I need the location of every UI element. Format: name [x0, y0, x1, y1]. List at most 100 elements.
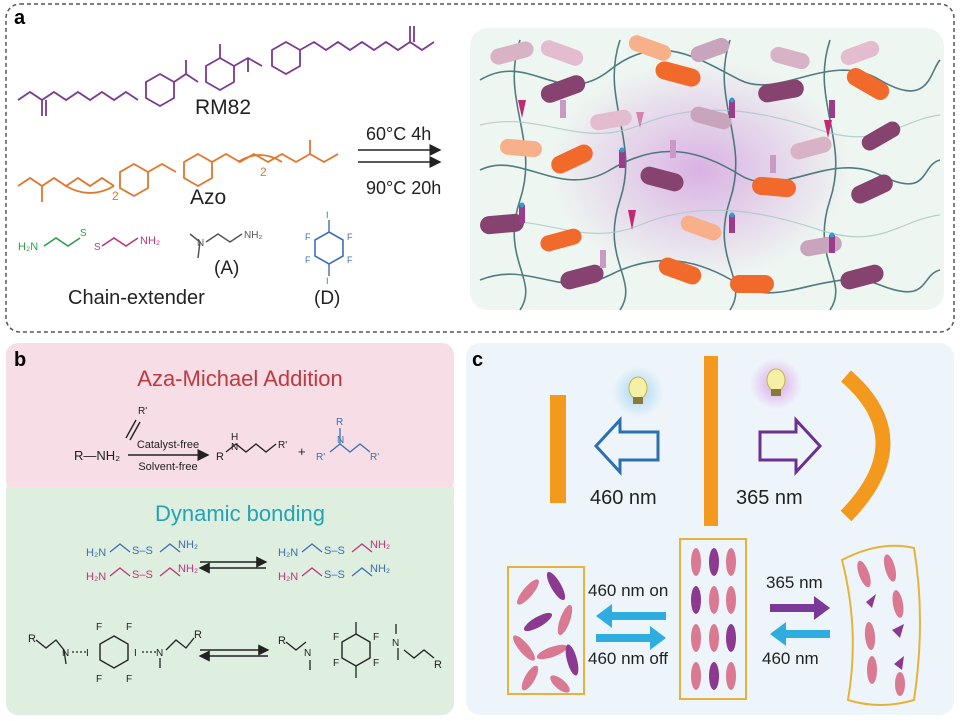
- panel-a-frame: [5, 3, 955, 333]
- panel-a-letter: a: [14, 7, 26, 29]
- polymer-network-illustration: [470, 28, 944, 311]
- ds-right-ss-bottom: S–S: [324, 569, 345, 581]
- ds-right-nh2-bottom: NH₂: [370, 563, 390, 575]
- hb2-f-3: F: [333, 658, 339, 669]
- panel-c-bg: [466, 343, 954, 715]
- product1-h: H: [231, 432, 238, 443]
- product1-r-prime: R': [278, 440, 287, 451]
- hb2-f-4: F: [373, 658, 379, 669]
- chain-extender-right: [101, 237, 139, 247]
- catalyst-free-label: Catalyst-free: [137, 439, 199, 451]
- hb-i-left: I: [86, 648, 89, 659]
- ds-left-nh2-top: NH₂: [178, 539, 198, 551]
- nh2-label: NH₂: [140, 235, 160, 247]
- monomer-d-structure: I I F F F F: [305, 210, 353, 286]
- hb3-r: R: [434, 659, 442, 671]
- arrow-365: [770, 596, 830, 620]
- arrow-460-on: [596, 604, 666, 628]
- amine-a-nh2: NH₂: [244, 230, 262, 241]
- hb-f-1: F: [96, 622, 102, 633]
- h2n-label: H₂N: [18, 241, 38, 253]
- label-365-right: 365 nm: [766, 573, 823, 592]
- azo-subscript-left: 2: [112, 189, 119, 203]
- product1-n: N: [231, 442, 238, 453]
- arrow-460-right: [770, 622, 830, 646]
- bulb-purple-icon: [766, 368, 786, 396]
- label-460-off: 460 nm off: [588, 649, 668, 668]
- hb2-f-2: F: [373, 632, 379, 643]
- monomer-d-label: (D): [314, 288, 340, 309]
- solvent-free-label: Solvent-free: [138, 461, 197, 473]
- ds-right-nh2-top: NH₂: [370, 539, 390, 551]
- d-fluorine-4: F: [347, 255, 353, 265]
- disulfide-left: H₂N S–S NH₂ H₂N S–S NH₂: [86, 539, 198, 583]
- chain-extender-left: [43, 237, 81, 247]
- arrow-right-hollow: [758, 416, 823, 476]
- hb2-f-1: F: [333, 632, 339, 643]
- s-atom-right: S: [94, 242, 101, 253]
- halogen-bond-left: R N I F F F F I N R: [28, 622, 202, 685]
- hb-f-3: F: [96, 674, 102, 685]
- condition-top: 60°C 4h: [366, 124, 431, 144]
- halogen-bond-right: R N F F F F N R: [278, 622, 442, 678]
- disulfide-right: H₂N S–S NH₂ H₂N S–S NH₂: [278, 539, 390, 583]
- lc-box-right: [840, 544, 921, 706]
- panel-c-letter: c: [472, 349, 483, 371]
- ds-left-h2n-bottom: H₂N: [86, 571, 106, 583]
- hb-r-right: R: [194, 629, 202, 641]
- chain-extender-label: Chain-extender: [68, 287, 205, 309]
- label-460-right: 460 nm: [762, 649, 819, 668]
- bulb-blue-icon: [628, 376, 648, 404]
- product2-r-prime-left: R': [316, 452, 325, 463]
- plus-sign: +: [298, 444, 306, 459]
- ds-left-ss-bottom: S–S: [132, 569, 153, 581]
- d-fluorine-3: F: [305, 255, 311, 265]
- azo-subscript-right: 2: [260, 165, 267, 179]
- r-nh2-reagent: R—NH₂: [74, 448, 120, 463]
- film-right-bent: [840, 370, 891, 522]
- hb-n-right: N: [156, 648, 163, 659]
- product2-n: N: [337, 435, 344, 446]
- lc-box-center: [679, 538, 747, 700]
- aza-michael-title: Aza-Michael Addition: [137, 366, 342, 391]
- ds-left-ss-top: S–S: [132, 545, 153, 557]
- panel-b-letter: b: [14, 349, 26, 371]
- panel-b-bottom-bg: [6, 493, 454, 715]
- hb3-n: N: [392, 638, 399, 649]
- rm82-label: RM82: [195, 96, 251, 119]
- film-left-flat: [550, 395, 566, 503]
- wavelength-left: 460 nm: [590, 487, 657, 509]
- ds-left-h2n-top: H₂N: [86, 547, 106, 559]
- d-iodine-top: I: [326, 210, 329, 220]
- ds-right-ss-top: S–S: [324, 545, 345, 557]
- hb-i-right: I: [134, 648, 137, 659]
- amine-a-label: (A): [214, 258, 239, 279]
- hb-f-2: F: [126, 622, 132, 633]
- dynamic-bonding-title: Dynamic bonding: [155, 501, 325, 526]
- s-atom-left: S: [80, 228, 87, 239]
- rm82-structure: [17, 26, 435, 116]
- label-460-on: 460 nm on: [588, 581, 668, 600]
- hb-n-left: N: [62, 648, 69, 659]
- ds-left-nh2-bottom: NH₂: [178, 563, 198, 575]
- product1-r: R: [216, 451, 224, 463]
- wavelength-right: 365 nm: [736, 487, 803, 509]
- ds-right-h2n-top: H₂N: [278, 547, 298, 559]
- hb2-n: N: [304, 648, 311, 659]
- product2-chain: [329, 443, 371, 453]
- d-fluorine-1: F: [305, 232, 311, 242]
- film-center: [704, 356, 718, 526]
- hb-r-left: R: [28, 633, 36, 645]
- r-prime-reagent: R': [138, 406, 147, 417]
- amine-a-structure: [189, 233, 243, 259]
- ds-right-h2n-bottom: H₂N: [278, 571, 298, 583]
- hb-f-4: F: [126, 674, 132, 685]
- lc-box-left: [507, 566, 585, 695]
- d-fluorine-2: F: [347, 232, 353, 242]
- azo-structure: [17, 140, 339, 202]
- d-iodine-bottom: I: [326, 276, 329, 286]
- hb2-r: R: [278, 635, 286, 647]
- arrow-460-off: [596, 626, 666, 650]
- product1-chain: [225, 443, 277, 453]
